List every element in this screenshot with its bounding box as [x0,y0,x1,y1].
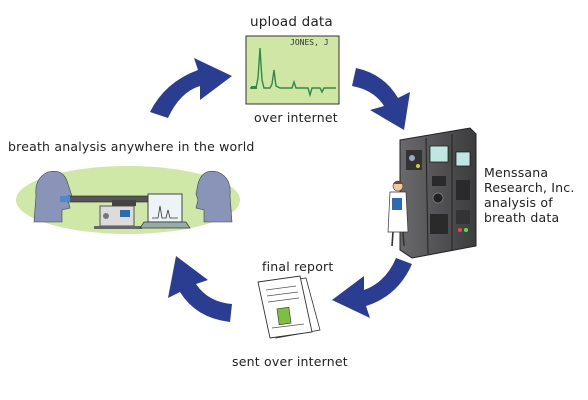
laptop [139,193,191,229]
breath-tube [67,195,151,203]
arrow-bottom-left [168,256,232,322]
breath-analysis-title: breath analysis anywhere in the world [8,139,255,154]
menssana-lab-label: Menssana Research, Inc. analysis of brea… [484,165,575,225]
person-right-silhouette [195,170,233,223]
arrow-top-left [150,58,232,118]
lab-computers [399,127,477,259]
upload-data-title: upload data [250,14,333,30]
collection-apparatus [94,200,142,229]
chromatogram-line [250,47,336,98]
report-document [257,275,321,339]
arrow-bottom-right [332,258,412,318]
upload-chart [245,35,340,105]
breath-scene [16,166,240,234]
scientist [387,180,409,247]
final-report-title: final report [262,259,334,274]
chart-patient-name: JONES, J [290,38,329,47]
final-report-subtitle: sent over internet [232,354,348,369]
upload-data-subtitle: over internet [254,110,338,125]
arrow-top-right [352,68,410,130]
